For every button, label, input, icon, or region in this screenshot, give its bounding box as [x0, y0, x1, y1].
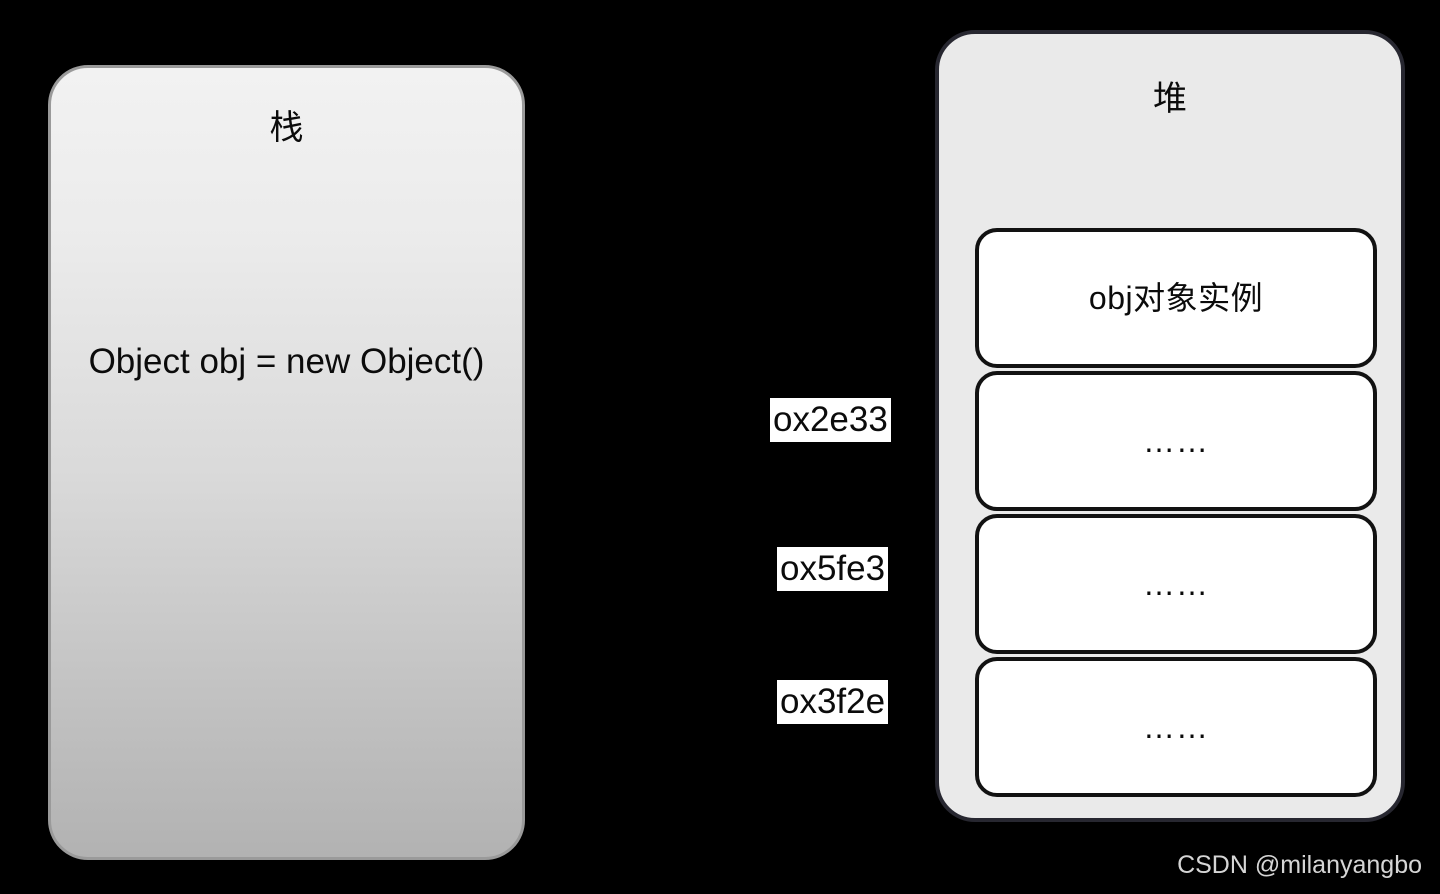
heap-slot-label: obj对象实例	[1088, 280, 1264, 316]
stack-panel: 栈 Object obj = new Object()	[48, 65, 525, 860]
heap-slot-label: ……	[1143, 423, 1209, 459]
heap-panel: 堆 obj对象实例 …… …… ……	[935, 30, 1405, 822]
heap-slot-label: ……	[1143, 566, 1209, 602]
address-label-ox2e33: ox2e33	[770, 398, 891, 442]
address-label-ox5fe3: ox5fe3	[777, 547, 889, 591]
heap-slot-empty-3: ……	[975, 657, 1377, 797]
heap-slot-empty-2: ……	[975, 514, 1377, 654]
heap-slot-object-instance: obj对象实例	[975, 228, 1377, 368]
address-label-ox3f2e: ox3f2e	[777, 680, 889, 724]
heap-slot-label: ……	[1143, 709, 1209, 745]
stack-code-line: Object obj = new Object()	[88, 342, 485, 381]
heap-title: 堆	[1153, 80, 1187, 118]
stack-title: 栈	[269, 109, 304, 147]
heap-slot-list: obj对象实例 …… …… ……	[975, 228, 1377, 797]
watermark: CSDN @milanyangbo	[1177, 851, 1422, 879]
heap-slot-empty-1: ……	[975, 371, 1377, 511]
